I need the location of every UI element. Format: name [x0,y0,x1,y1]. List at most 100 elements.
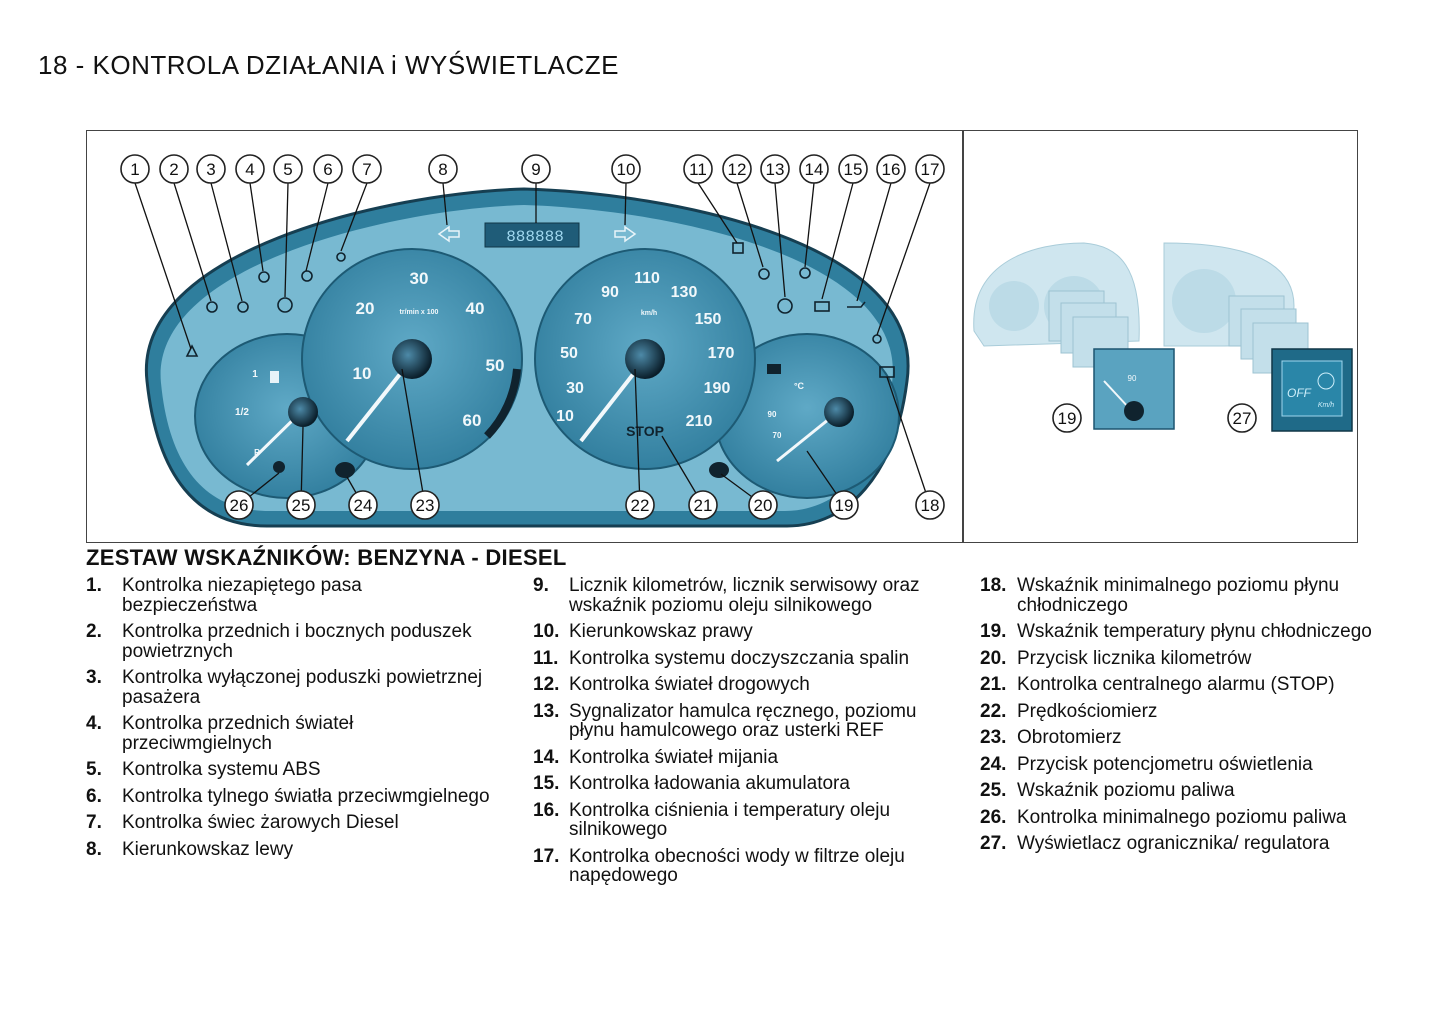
legend-text: Kierunkowskaz prawy [569,621,753,642]
odometer-digits: 888888 [506,228,564,246]
cruise-display-screen [1281,360,1343,417]
svg-text:13: 13 [766,160,785,179]
seatbelt-icon [185,344,199,357]
legend-text: Kierunkowskaz lewy [122,838,294,860]
callout-15: 15 [838,154,868,184]
front-fog-icon [258,271,270,283]
legend-text: Sygnalizator hamulca ręcznego, poziomu p… [569,700,917,741]
legend-item: 9.Licznik kilometrów, licznik serwisowy … [533,576,943,615]
svg-text:2: 2 [169,160,178,179]
legend-text: Kontrolka tylnego światła przeciwmgielne… [122,785,490,807]
speedo-tick-90: 90 [601,284,619,301]
legend-text: Kontrolka obecności wody w filtrze oleju… [569,845,905,886]
svg-text:12: 12 [728,160,747,179]
legend-num: 1. [86,575,102,596]
legend-num: 27. [980,833,1007,854]
callout-9: 9 [521,154,551,184]
svg-text:22: 22 [631,496,650,515]
svg-text:14: 14 [805,160,824,179]
callout-8: 8 [428,154,458,184]
legend-item: 27. Wyświetlacz ogranicznika/ regulatora [980,834,1380,854]
variant-left-gauge-1 [989,281,1039,331]
legend-item: 25.Wskaźnik poziomu paliwa [980,781,1380,801]
legend-item: 19. Wskaźnik temperatury płynu chłodnicze… [980,622,1380,642]
low-beam-icon [799,267,811,279]
callout-leader-lines [134,182,931,506]
legend-text: Licznik kilometrów, licznik serwisowy or… [569,575,920,616]
legend-num: 4. [86,713,102,734]
speedo-tick-110: 110 [634,270,660,287]
svg-text:3: 3 [206,160,215,179]
speedo-tick-30: 30 [566,380,584,397]
coolant-icon [767,364,781,374]
legend-text: Wskaźnik temperatury płynu chłodniczego [1017,621,1372,642]
legend-item: 4.Kontrolka przednich świateł przeciwmgi… [86,714,496,753]
legend-text: Kontrolka minimalnego poziomu paliwa [1017,806,1347,828]
svg-text:1: 1 [130,160,139,179]
legend-item: 21.Kontrolka centralnego alarmu (STOP) [980,675,1380,695]
legend-item: 2.Kontrolka przednich i bocznych podusze… [86,622,496,661]
callout-2: 2 [159,154,189,184]
stop-warning-label: STOP [626,423,664,439]
brake-icon [777,298,793,314]
svg-text:16: 16 [882,160,901,179]
callout-11: 11 [683,154,713,184]
legend-num: 13. [533,700,560,722]
side-callout-19: 19 [1052,403,1082,433]
callout-22: 22 [625,490,655,520]
legend-text: Kontrolka przednich i bocznych poduszek … [122,621,472,662]
instrument-cluster-illustration: 10 20 30 40 50 60 tr/min x 100 10 30 50 … [120,154,945,528]
svg-text:6: 6 [323,160,332,179]
legend-item: 23.Obrotomierz [980,728,1380,748]
legend-num: 21. [980,674,1007,695]
legend-num: 5. [86,759,102,780]
legend-num: 16. [533,799,560,821]
speedo-tick-210: 210 [686,413,713,430]
legend-num: 6. [86,785,102,807]
legend-text: Kontrolka świec żarowych Diesel [122,812,399,833]
legend-item: 17.Kontrolka obecności wody w filtrze ol… [533,845,943,886]
legend-item: 8. Kierunkowskaz lewy [86,838,496,860]
svg-text:27: 27 [1233,409,1252,428]
callout-26: 26 [224,490,254,520]
callout-14: 14 [799,154,829,184]
detail-temp-needle [1103,380,1130,409]
cruise-unit-text: Km/h [1318,402,1334,409]
svg-text:19: 19 [835,496,854,515]
legend-num: 12. [533,674,560,695]
speedo-tick-190: 190 [704,380,731,397]
detail-temp-tick-90: 90 [1128,374,1137,383]
callout-10: 10 [611,154,641,184]
legend-text: Wyświetlacz ogranicznika/ regulatora [1017,833,1330,854]
cruise-off-text: OFF [1287,386,1312,400]
callout-6: 6 [313,154,343,184]
svg-text:26: 26 [230,496,249,515]
tacho-redzone [484,368,521,439]
legend-num: 15. [533,773,560,794]
legend-item: 3.Kontrolka wyłączonej poduszki powietrz… [86,668,496,707]
section-title: ZESTAW WSKAŹNIKÓW: BENZYNA - DIESEL [86,545,567,570]
right-turn-arrow-icon [614,225,637,243]
left-turn-arrow-icon [437,225,460,243]
tacho-tick-20: 20 [356,299,375,318]
svg-text:17: 17 [921,160,940,179]
tacho-tick-60: 60 [463,411,482,430]
svg-text:5: 5 [283,160,292,179]
legend-text: Prędkościomierz [1017,700,1158,722]
rear-fog-icon [301,270,313,282]
legend-text: Kontrolka świateł drogowych [569,674,810,695]
airbag-icon [206,301,218,313]
tacho-tick-50: 50 [486,356,505,375]
fuel-tick-half: 1/2 [235,407,249,418]
legend-num: 8. [86,838,102,860]
svg-text:10: 10 [617,160,636,179]
legend-num: 23. [980,727,1007,748]
tacho-hub [392,339,432,379]
odometer-display [484,222,580,248]
legend-num: 3. [86,667,102,688]
fuel-tick-full: 1 [252,369,258,380]
figure-divider [962,130,964,543]
legend-item: 5.Kontrolka systemu ABS [86,760,496,780]
legend-num: 19. [980,621,1007,642]
legend-num: 24. [980,753,1007,775]
